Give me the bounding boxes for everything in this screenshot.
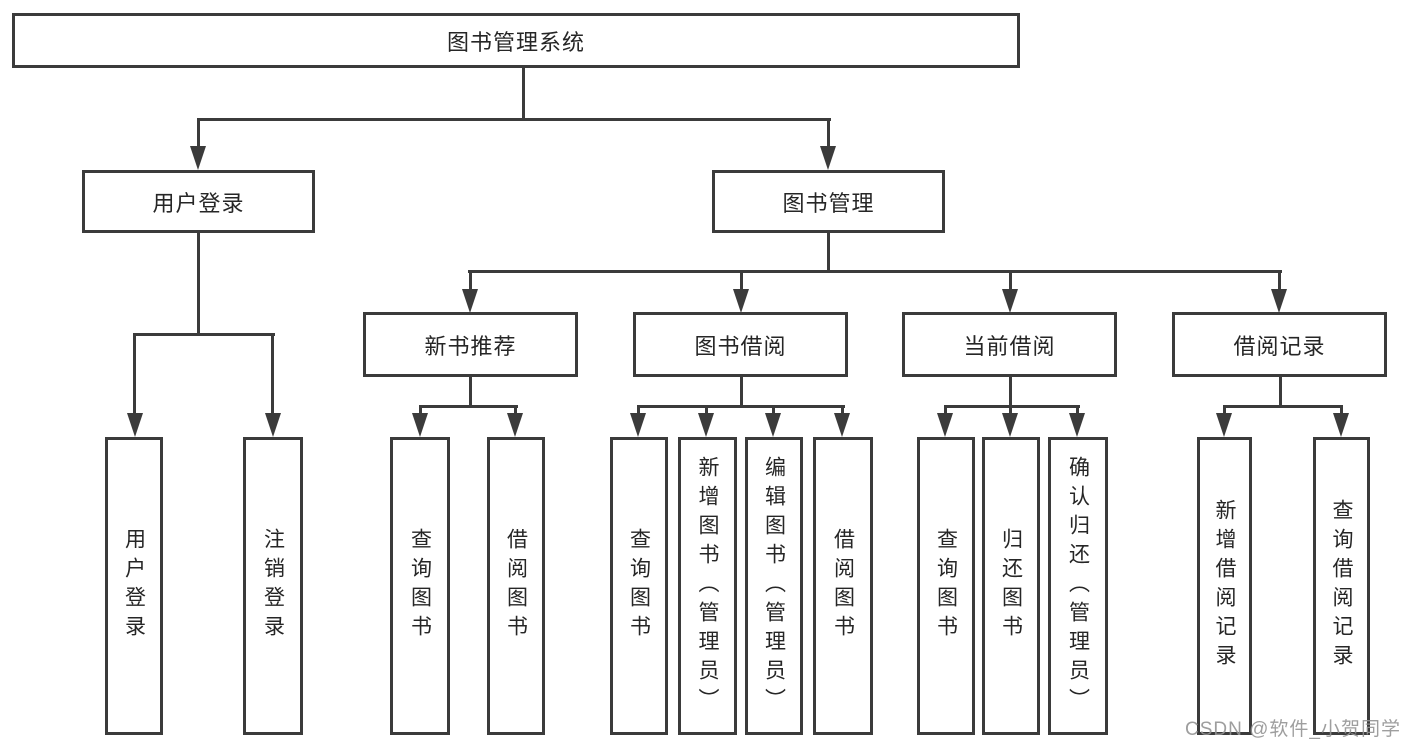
- leaf-current-query-books: 查询图书: [917, 437, 975, 735]
- node-book-management-label: 图书管理: [782, 190, 875, 216]
- arrow-down-icon: [834, 413, 850, 437]
- connector-line: [1009, 273, 1012, 291]
- arrow-down-icon: [765, 413, 781, 437]
- arrow-down-icon: [1216, 413, 1232, 437]
- arrow-down-icon: [265, 413, 281, 437]
- leaf-logout-label: 注销登录: [261, 528, 285, 644]
- connector-line: [514, 408, 517, 415]
- node-user-login-label: 用户登录: [152, 190, 245, 216]
- connector-line: [469, 273, 472, 291]
- connector-line: [419, 408, 422, 415]
- connector-line: [271, 336, 274, 414]
- connector-line: [197, 121, 200, 148]
- leaf-add-borrow-record: 新增借阅记录: [1197, 437, 1252, 735]
- leaf-query-borrow-record-label: 查询借阅记录: [1330, 499, 1353, 673]
- connector-line: [1340, 408, 1343, 415]
- arrow-down-icon: [698, 413, 714, 437]
- connector-line: [772, 408, 775, 415]
- leaf-user-login: 用户登录: [105, 437, 163, 735]
- leaf-edit-books-admin-label: 编辑图书（管理员）: [762, 455, 786, 717]
- node-current-borrow-label: 当前借阅: [963, 333, 1056, 359]
- node-borrow-record-label: 借阅记录: [1233, 333, 1326, 359]
- connector-line: [197, 118, 831, 121]
- node-book-borrow: 图书借阅: [633, 312, 848, 377]
- arrow-down-icon: [507, 413, 523, 437]
- node-new-book-recommend-label: 新书推荐: [424, 333, 517, 359]
- arrow-down-icon: [412, 413, 428, 437]
- connector-line: [1009, 377, 1012, 407]
- leaf-borrow-books: 借阅图书: [813, 437, 873, 735]
- connector-line: [705, 408, 708, 415]
- leaf-newbook-query-books-label: 查询图书: [408, 528, 432, 644]
- arrow-down-icon: [937, 413, 953, 437]
- leaf-return-books-label: 归还图书: [999, 528, 1023, 644]
- connector-line: [1223, 408, 1226, 415]
- connector-line: [827, 233, 830, 272]
- node-root-label: 图书管理系统: [446, 29, 585, 55]
- leaf-current-query-books-label: 查询图书: [934, 528, 958, 644]
- connector-line: [740, 273, 743, 291]
- leaf-confirm-return-admin: 确认归还（管理员）: [1048, 437, 1108, 735]
- leaf-add-books-admin-label: 新增图书（管理员）: [696, 455, 719, 717]
- connector-line: [740, 377, 743, 407]
- connector-line: [469, 377, 472, 407]
- connector-line: [1076, 408, 1079, 415]
- node-borrow-record: 借阅记录: [1172, 312, 1387, 377]
- node-book-borrow-label: 图书借阅: [694, 333, 787, 359]
- leaf-borrow-query-books-label: 查询图书: [627, 528, 651, 644]
- connector-line: [1009, 408, 1012, 415]
- arrow-down-icon: [1002, 413, 1018, 437]
- connector-line: [133, 333, 275, 336]
- connector-line: [841, 408, 844, 415]
- connector-line: [468, 270, 1282, 273]
- connector-line: [133, 336, 136, 414]
- arrow-down-icon: [1069, 413, 1085, 437]
- arrow-down-icon: [820, 146, 836, 170]
- leaf-return-books: 归还图书: [982, 437, 1040, 735]
- leaf-logout: 注销登录: [243, 437, 303, 735]
- leaf-newbook-query-books: 查询图书: [390, 437, 450, 735]
- leaf-newbook-borrow-books: 借阅图书: [487, 437, 545, 735]
- arrow-down-icon: [630, 413, 646, 437]
- connector-line: [1279, 377, 1282, 407]
- arrow-down-icon: [733, 289, 749, 313]
- leaf-newbook-borrow-books-label: 借阅图书: [504, 528, 528, 644]
- connector-line: [637, 405, 845, 408]
- arrow-down-icon: [1333, 413, 1349, 437]
- arrow-down-icon: [190, 146, 206, 170]
- leaf-add-borrow-record-label: 新增借阅记录: [1213, 499, 1236, 673]
- arrow-down-icon: [127, 413, 143, 437]
- leaf-add-books-admin: 新增图书（管理员）: [678, 437, 737, 735]
- connector-line: [827, 121, 830, 148]
- leaf-confirm-return-admin-label: 确认归还（管理员）: [1066, 455, 1090, 717]
- connector-line: [1223, 405, 1343, 408]
- leaf-borrow-books-label: 借阅图书: [831, 528, 855, 644]
- connector-line: [1278, 273, 1281, 291]
- arrow-down-icon: [462, 289, 478, 313]
- connector-line: [522, 68, 525, 120]
- arrow-down-icon: [1271, 289, 1287, 313]
- connector-line: [944, 408, 947, 415]
- node-user-login: 用户登录: [82, 170, 315, 233]
- node-new-book-recommend: 新书推荐: [363, 312, 578, 377]
- leaf-borrow-query-books: 查询图书: [610, 437, 668, 735]
- leaf-user-login-label: 用户登录: [122, 528, 146, 644]
- connector-line: [637, 408, 640, 415]
- node-current-borrow: 当前借阅: [902, 312, 1117, 377]
- leaf-query-borrow-record: 查询借阅记录: [1313, 437, 1370, 735]
- arrow-down-icon: [1002, 289, 1018, 313]
- node-root: 图书管理系统: [12, 13, 1020, 68]
- node-book-management: 图书管理: [712, 170, 945, 233]
- connector-line: [419, 405, 518, 408]
- connector-line: [197, 233, 200, 335]
- connector-line: [944, 405, 1080, 408]
- watermark: CSDN @软件_小贺同学: [1185, 719, 1401, 740]
- leaf-edit-books-admin: 编辑图书（管理员）: [745, 437, 803, 735]
